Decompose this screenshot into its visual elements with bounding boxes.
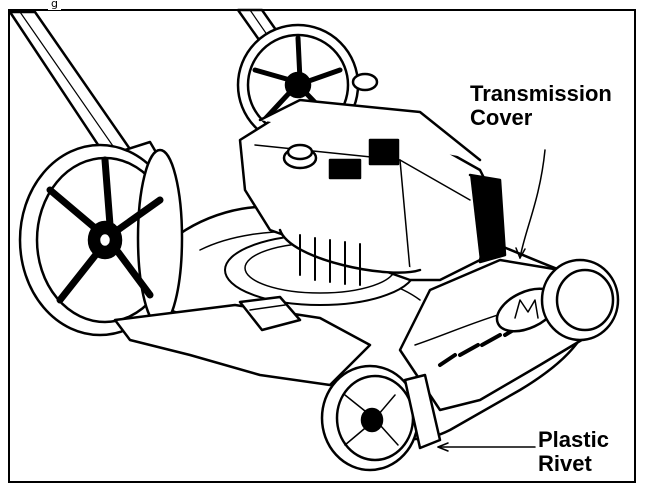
plastic-rivet-label: Plastic Rivet — [538, 428, 609, 476]
transmission-cover-label-line2: Cover — [470, 105, 533, 130]
transmission-cover-label: Transmission Cover — [470, 82, 612, 130]
front-left-wheel — [320, 364, 442, 472]
leader-lines — [437, 149, 546, 452]
top-caption: g — [48, 0, 62, 10]
discharge-flap — [113, 295, 372, 387]
plastic-rivet-label-line2: Rivet — [538, 451, 592, 476]
transmission-cover-label-line1: Transmission — [470, 81, 612, 106]
plastic-rivet-label-line1: Plastic — [538, 427, 609, 452]
engine — [238, 72, 507, 286]
rear-left-wheel — [18, 143, 184, 337]
front-right-wheel — [540, 258, 620, 342]
